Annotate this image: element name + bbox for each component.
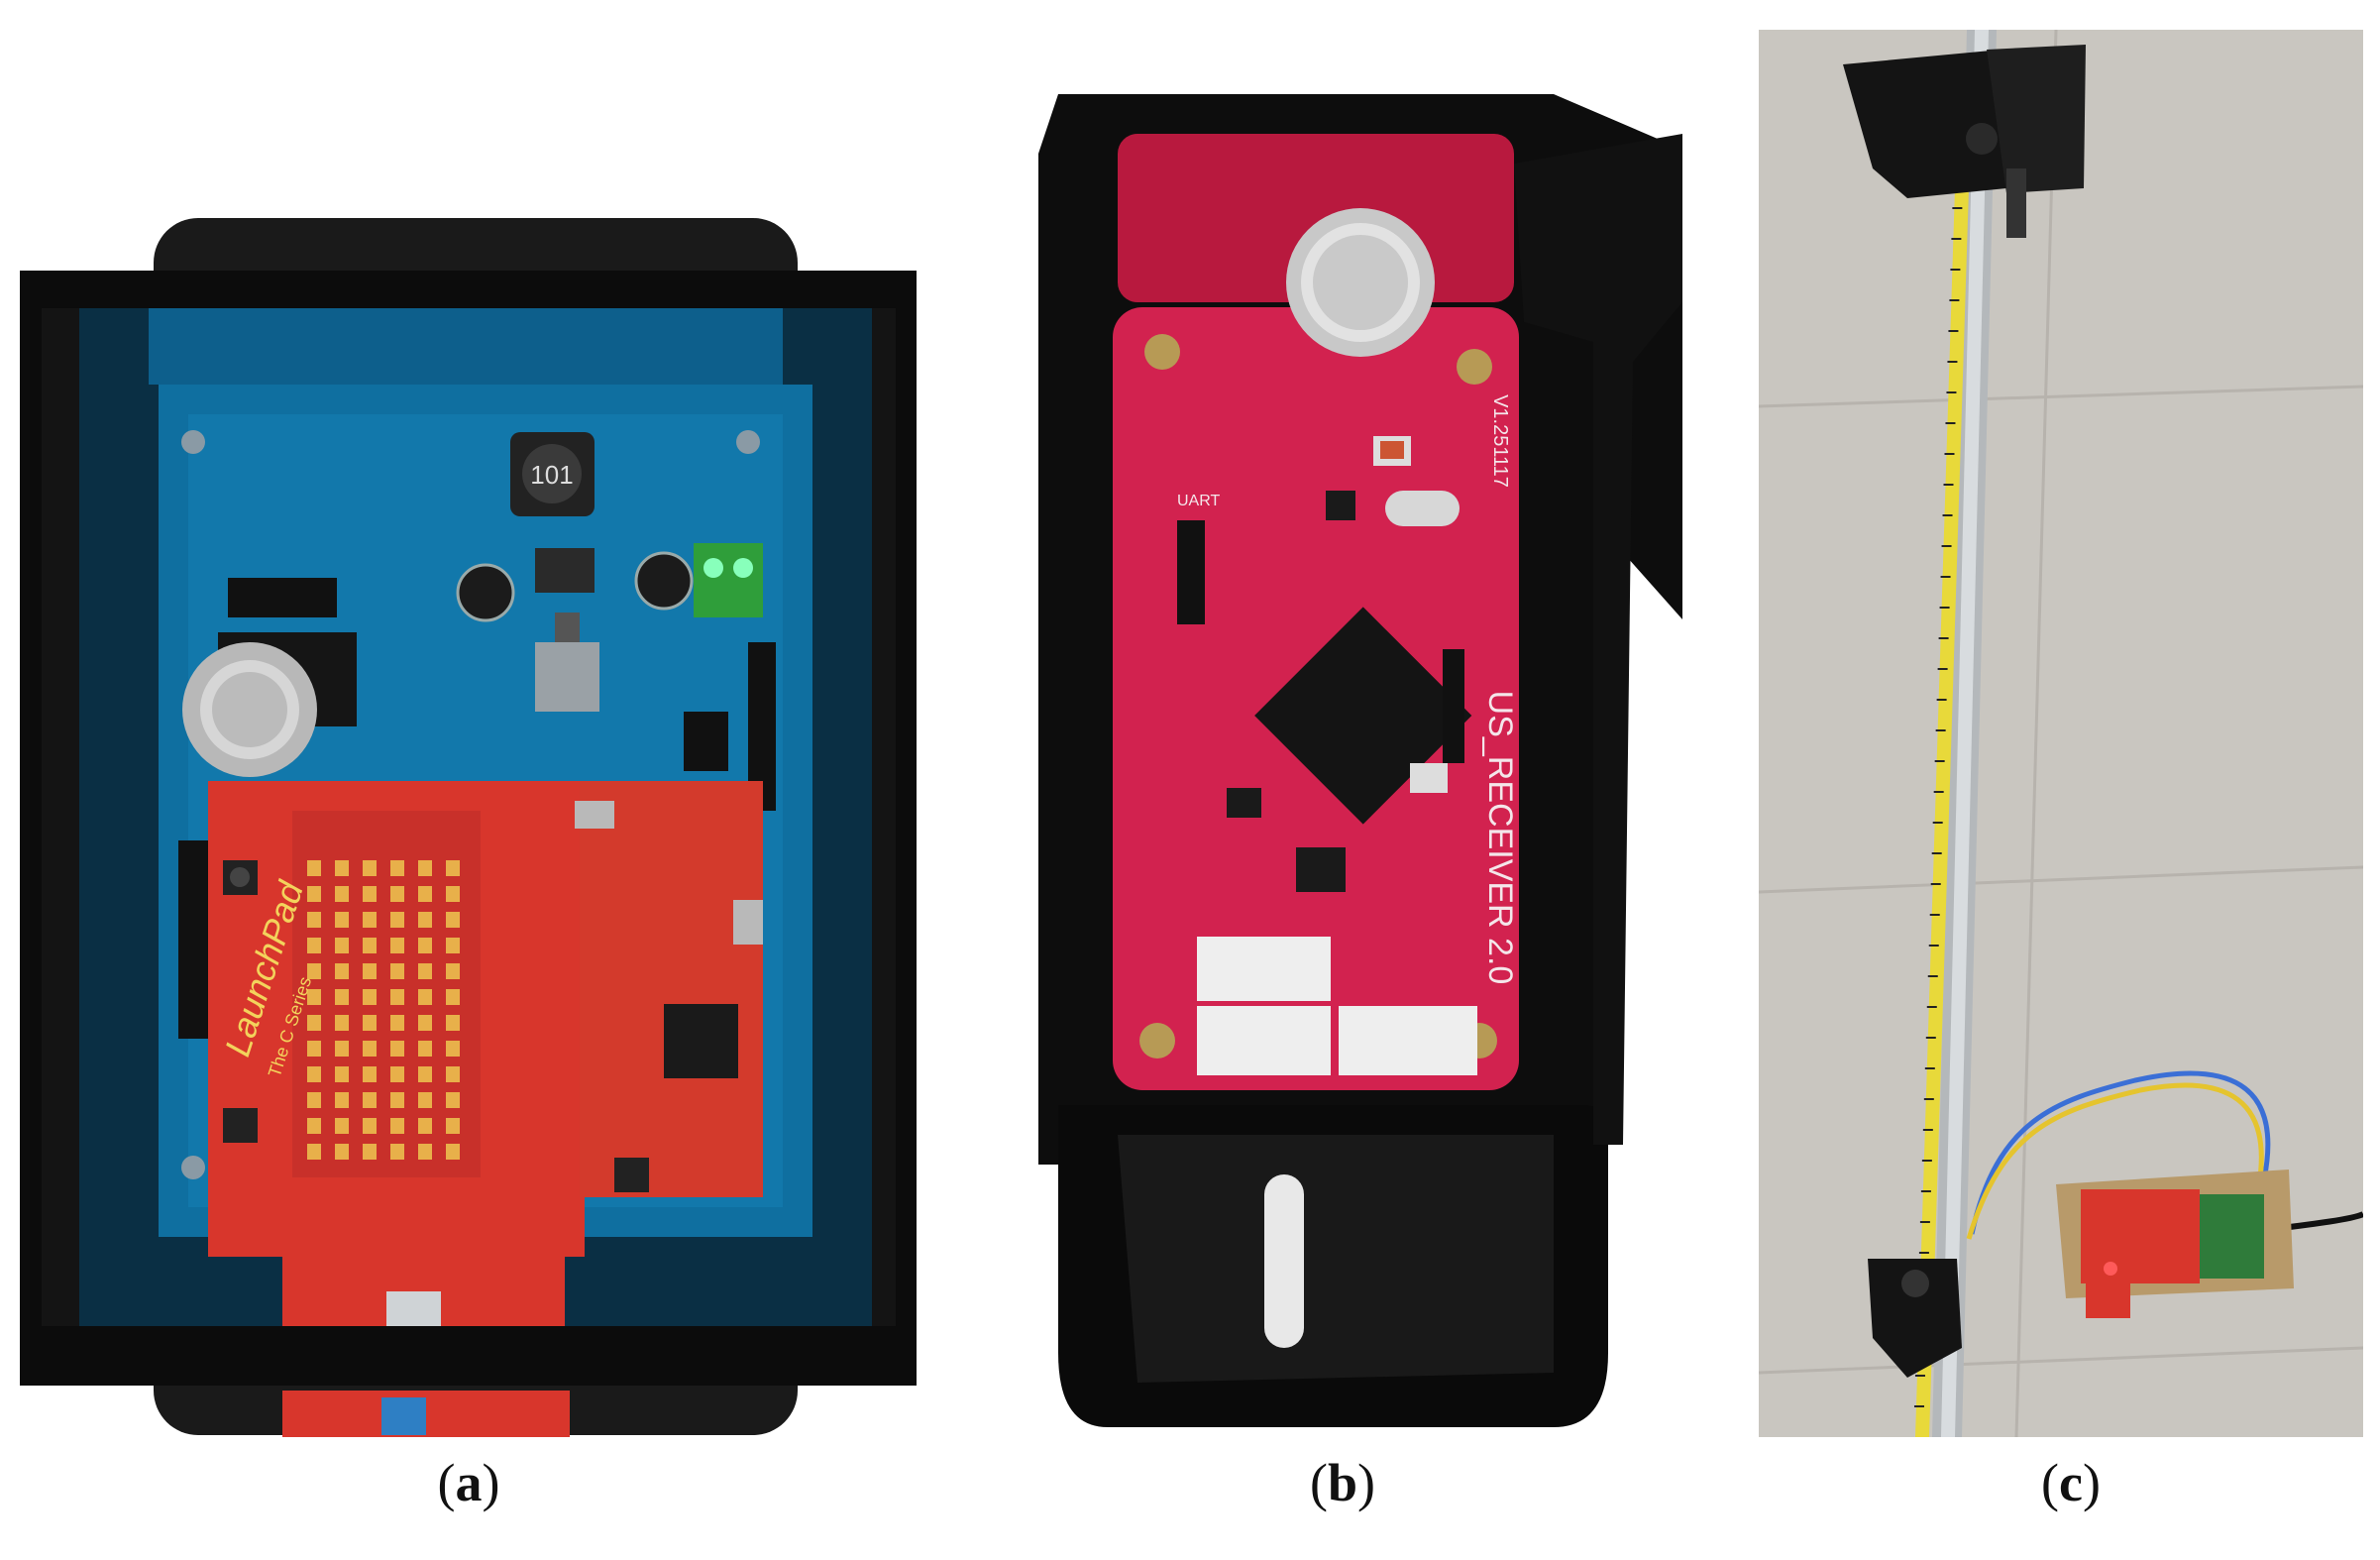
proto-pad [446, 1092, 460, 1108]
proto-pad [418, 989, 432, 1005]
proto-pad [307, 1041, 321, 1057]
connector-3 [1339, 1006, 1477, 1075]
proto-pad [418, 860, 432, 876]
proto-pad [363, 938, 377, 953]
proto-pad [335, 1092, 349, 1108]
proto-pad [418, 1066, 432, 1082]
proto-pad [307, 963, 321, 979]
proto-pad [363, 1041, 377, 1057]
proto-pad [335, 1118, 349, 1134]
proto-pad [307, 912, 321, 928]
connector-1 [1197, 937, 1331, 1001]
inductor-label: 101 [530, 460, 573, 490]
proto-pad [363, 886, 377, 902]
proto-pad [307, 989, 321, 1005]
proto-pad [418, 1144, 432, 1160]
proto-pad [363, 1066, 377, 1082]
proto-pad [390, 938, 404, 953]
proto-pad [335, 1015, 349, 1031]
caption-b: (b) [1309, 1453, 1375, 1512]
proto-pad [446, 938, 460, 953]
proto-pad [335, 1041, 349, 1057]
proto-pad [390, 1066, 404, 1082]
proto-pad [307, 1092, 321, 1108]
proto-pad [363, 1144, 377, 1160]
measuring-tape [1915, 188, 1969, 1437]
proto-pad [307, 1066, 321, 1082]
proto-pad [418, 1041, 432, 1057]
proto-pad [335, 1144, 349, 1160]
proto-pad [335, 886, 349, 902]
proto-pad [335, 989, 349, 1005]
proto-pad [446, 860, 460, 876]
proto-pad [390, 1041, 404, 1057]
proto-pad [446, 1066, 460, 1082]
board-name-label: US_RECEIVER 2.0 [1481, 691, 1519, 985]
proto-pad [363, 1015, 377, 1031]
proto-pad [446, 1041, 460, 1057]
proto-pad [390, 1144, 404, 1160]
uart-label: UART [1177, 493, 1220, 509]
proto-pad [335, 963, 349, 979]
terminal-block [694, 543, 763, 617]
proto-pad [446, 1015, 460, 1031]
proto-pad [418, 886, 432, 902]
proto-pad [446, 963, 460, 979]
proto-pad [446, 912, 460, 928]
photo-b-bracket: US_RECEIVER 2.0 V1.251117 UART [999, 64, 1682, 1437]
proto-pad [335, 938, 349, 953]
proto-pad [390, 1015, 404, 1031]
caption-c: (c) [2041, 1453, 2101, 1512]
controller-board [2081, 1189, 2200, 1283]
proto-pad [335, 912, 349, 928]
proto-pad [390, 989, 404, 1005]
mounting-slot [1264, 1174, 1304, 1348]
proto-pad [446, 1118, 460, 1134]
proto-pad [390, 963, 404, 979]
photo-panel-a: 101 [20, 216, 917, 1437]
version-label: V1.251117 [1489, 394, 1511, 488]
receiver-mount [1868, 1259, 1962, 1378]
proto-pad [446, 886, 460, 902]
caption-a: (a) [437, 1453, 500, 1512]
connector-2 [1197, 1006, 1331, 1075]
transmitter-mount [1843, 50, 2006, 198]
photo-panel-b: US_RECEIVER 2.0 V1.251117 UART [999, 64, 1682, 1437]
proto-pad [390, 912, 404, 928]
proto-pad [390, 886, 404, 902]
proto-pad [446, 989, 460, 1005]
photo-a-enclosure: 101 [20, 216, 917, 1437]
proto-pad [307, 938, 321, 953]
proto-pad [418, 1015, 432, 1031]
proto-pad [363, 1092, 377, 1108]
proto-pad [363, 963, 377, 979]
proto-pad [363, 912, 377, 928]
proto-pad [335, 1066, 349, 1082]
proto-pad [307, 860, 321, 876]
proto-pad [363, 989, 377, 1005]
proto-pad [390, 1092, 404, 1108]
proto-pad [307, 1118, 321, 1134]
proto-pad [418, 1092, 432, 1108]
proto-pad [307, 886, 321, 902]
proto-pad [418, 938, 432, 953]
proto-pad [418, 963, 432, 979]
proto-pad [390, 1118, 404, 1134]
proto-pad [363, 860, 377, 876]
proto-pad [363, 1118, 377, 1134]
proto-pad [307, 1144, 321, 1160]
proto-pad [418, 1118, 432, 1134]
proto-pad [335, 860, 349, 876]
proto-pad [390, 860, 404, 876]
photo-panel-c [1759, 30, 2363, 1437]
proto-pad [446, 1144, 460, 1160]
proto-pad [418, 912, 432, 928]
proto-pad [307, 1015, 321, 1031]
photo-c-rail-setup [1759, 30, 2363, 1437]
